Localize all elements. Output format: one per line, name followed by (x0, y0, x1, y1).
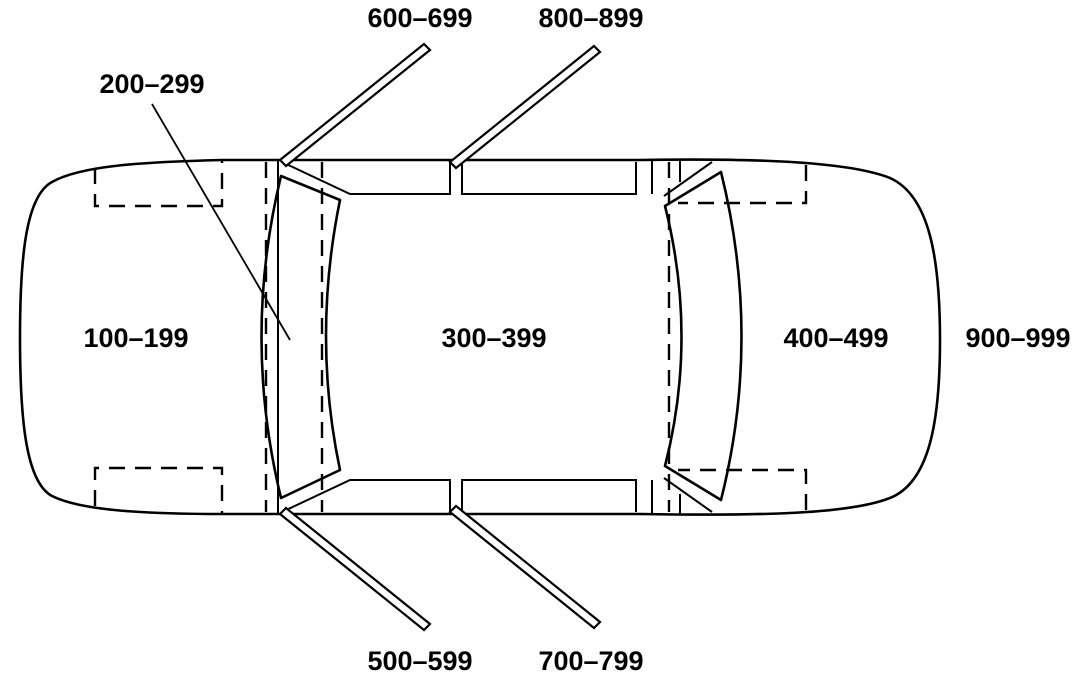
zone-label-right-rear-door: 700–799 (538, 646, 643, 676)
windshield-leader-line (151, 103, 291, 341)
vehicle-body-outline (18, 158, 942, 516)
zone-label-rear: 400–499 (783, 323, 888, 353)
rear-right-dashed-zone (678, 468, 808, 510)
front-left-dashed-zone (93, 160, 224, 208)
rear-pillar-right (663, 477, 713, 513)
roof-right-edge-rear (461, 479, 637, 512)
roof-left-edge (281, 161, 451, 195)
left-front-door (278, 42, 432, 168)
right-rear-door (448, 504, 602, 630)
roof-left-edge-rear (461, 162, 637, 195)
front-right-dashed-zone (93, 466, 224, 514)
windshield-glass (260, 174, 342, 500)
rear-left-dashed-zone (678, 165, 808, 205)
zone-label-cabin: 300–399 (441, 323, 546, 353)
roof-right-edge (281, 479, 451, 513)
rear-window-glass (663, 170, 743, 502)
zone-label-rear-end: 900–999 (965, 323, 1070, 353)
zone-label-front: 100–199 (83, 323, 188, 353)
right-front-door (278, 506, 432, 632)
zone-label-windshield: 200–299 (99, 69, 204, 99)
zone-label-left-front-door: 600–699 (367, 3, 472, 33)
rear-pillar-left (663, 161, 713, 197)
zone-label-left-rear-door: 800–899 (538, 3, 643, 33)
zone-label-right-front-door: 500–599 (367, 646, 472, 676)
left-rear-door (448, 44, 602, 170)
